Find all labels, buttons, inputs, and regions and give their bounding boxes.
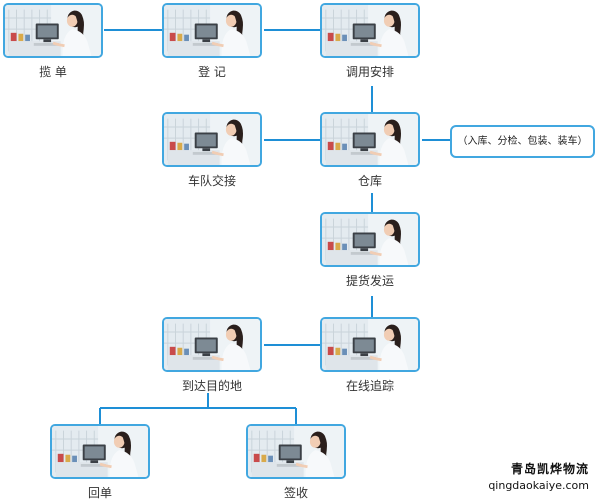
step-label-4: 仓库 (357, 174, 382, 188)
step-label-10: 签收 (283, 486, 308, 500)
operator-photo-icon (162, 112, 262, 167)
operator-photo-icon (50, 424, 150, 479)
operator-photo-icon (162, 3, 262, 58)
operator-photo-icon (320, 112, 420, 167)
step-label-8: 到达目的地 (181, 379, 242, 393)
step-label-2: 登 记 (198, 65, 226, 79)
operator-photo-icon (320, 3, 420, 58)
warehouse-tasks-note: （入库、分检、包装、装车） (450, 125, 595, 158)
watermark-chinese: 青岛凯烨物流 (510, 462, 589, 476)
operator-photo-icon (246, 424, 346, 479)
operator-photo-icon (320, 317, 420, 372)
step-label-1: 揽 单 (39, 65, 67, 79)
step-label-6: 提货发运 (345, 274, 394, 288)
step-label-3: 调用安排 (345, 65, 394, 79)
operator-photo-icon (320, 212, 420, 267)
operator-photo-icon (162, 317, 262, 372)
watermark: 青岛凯烨物流 qingdaokaiye.com (488, 460, 589, 492)
watermark-domain: qingdaokaiye.com (488, 479, 589, 492)
step-label-9: 回单 (87, 486, 112, 500)
operator-photo-icon (3, 3, 103, 58)
step-label-5: 车队交接 (187, 174, 236, 188)
step-label-7: 在线追踪 (345, 379, 394, 393)
